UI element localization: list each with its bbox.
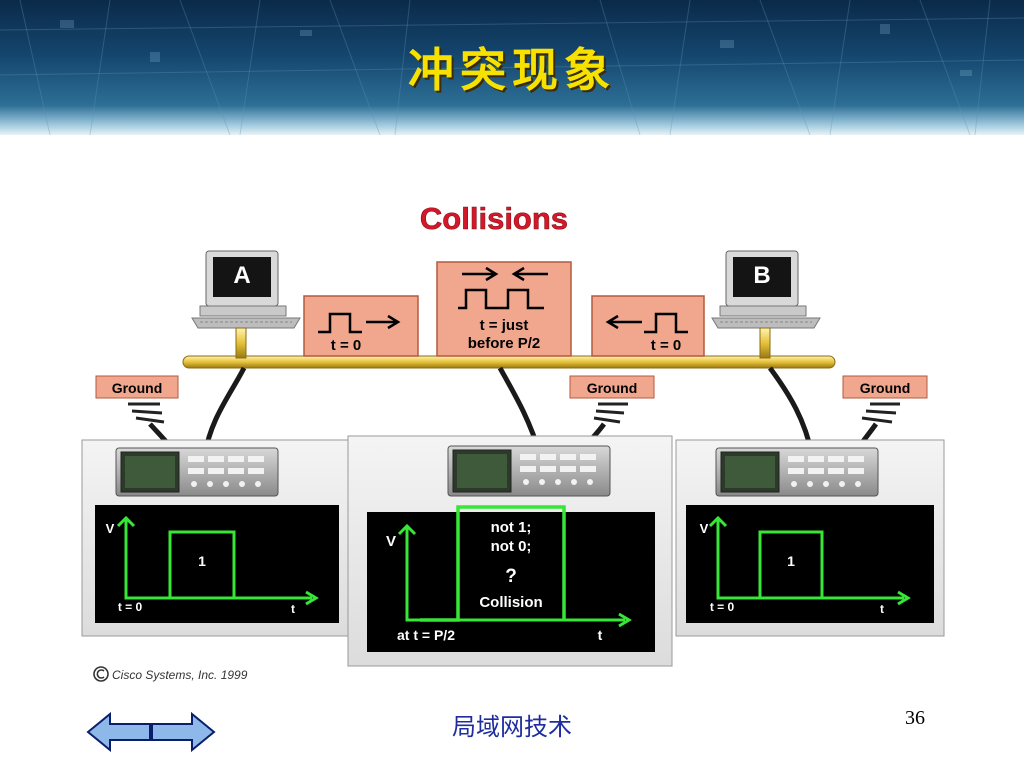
banner-decoration <box>0 0 1024 135</box>
signal-right-label: t = 0 <box>651 337 681 354</box>
copyright-icon <box>93 666 109 682</box>
signal-box-left <box>303 295 419 357</box>
pulse-icon-right <box>644 312 688 334</box>
arrow-left-icon-right <box>605 314 642 330</box>
pulse-icon-left <box>318 312 362 334</box>
ground-label-middle: Ground <box>587 380 638 396</box>
header-banner <box>0 0 1024 135</box>
scope-middle-t0: at t = P/2 <box>397 627 455 643</box>
computer-a <box>191 250 301 359</box>
station-a-label: A <box>233 262 250 289</box>
scope-right-v: V <box>700 521 709 536</box>
page-number: 36 <box>905 707 925 729</box>
scope-screen-left <box>95 505 339 623</box>
arrow-right-icon-middle <box>462 266 499 282</box>
pulse-waveform-right <box>738 530 824 600</box>
diagram-heading: Collisions <box>420 201 568 236</box>
ground-box-left <box>95 375 179 399</box>
collision-waveform-middle <box>420 505 566 622</box>
ground-label-left: Ground <box>112 380 163 396</box>
scope-middle-question: ? <box>505 566 517 587</box>
scope-screen-middle <box>367 512 655 652</box>
ground-box-right <box>842 375 928 399</box>
scope-middle-line2: not 0; <box>491 538 532 555</box>
scope-left-t0: t = 0 <box>118 600 143 614</box>
copyright-text: Cisco Systems, Inc. 1999 <box>112 668 248 682</box>
oscilloscope-icon-right <box>715 447 879 497</box>
arrow-left-icon-middle <box>511 266 548 282</box>
waveform-left <box>116 515 319 606</box>
scope-right-pulse: 1 <box>787 553 795 569</box>
scope-middle-collision: Collision <box>479 594 542 611</box>
scope-right-t0: t = 0 <box>710 600 735 614</box>
next-slide-button[interactable] <box>150 711 216 756</box>
scope-middle-t: t <box>598 627 603 643</box>
scope-middle-v: V <box>386 533 396 550</box>
bus-cable <box>182 355 836 369</box>
signal-middle-line2: before P/2 <box>468 335 541 352</box>
scope-right-t: t <box>880 602 884 616</box>
scope-left-t: t <box>291 602 295 616</box>
waveform-middle <box>397 523 632 628</box>
signal-middle-line1: t = just <box>480 317 529 334</box>
prev-slide-button[interactable] <box>86 711 152 756</box>
pulse-waveform-left <box>146 530 236 600</box>
ground-label-right: Ground <box>860 380 911 396</box>
scope-left-pulse: 1 <box>198 553 206 569</box>
signal-box-right <box>591 295 705 357</box>
oscilloscope-icon-left <box>115 447 279 497</box>
signal-left-label: t = 0 <box>331 337 361 354</box>
scope-screen-right <box>686 505 934 623</box>
oscilloscope-icon-middle <box>447 445 611 497</box>
footer-title: 局域网技术 <box>452 713 572 741</box>
arrow-right-icon-left <box>366 314 401 330</box>
ground-box-middle <box>569 375 655 399</box>
pulse-icon-middle <box>458 288 544 310</box>
station-b-label: B <box>753 262 770 289</box>
scope-left-v: V <box>106 521 115 536</box>
slide-title: 冲突现象 <box>408 43 616 97</box>
left-arrow-icon <box>86 711 151 753</box>
computer-b <box>711 250 821 359</box>
waveform-right <box>708 515 911 606</box>
right-arrow-icon <box>151 711 216 753</box>
scope-middle-line1: not 1; <box>491 519 532 536</box>
